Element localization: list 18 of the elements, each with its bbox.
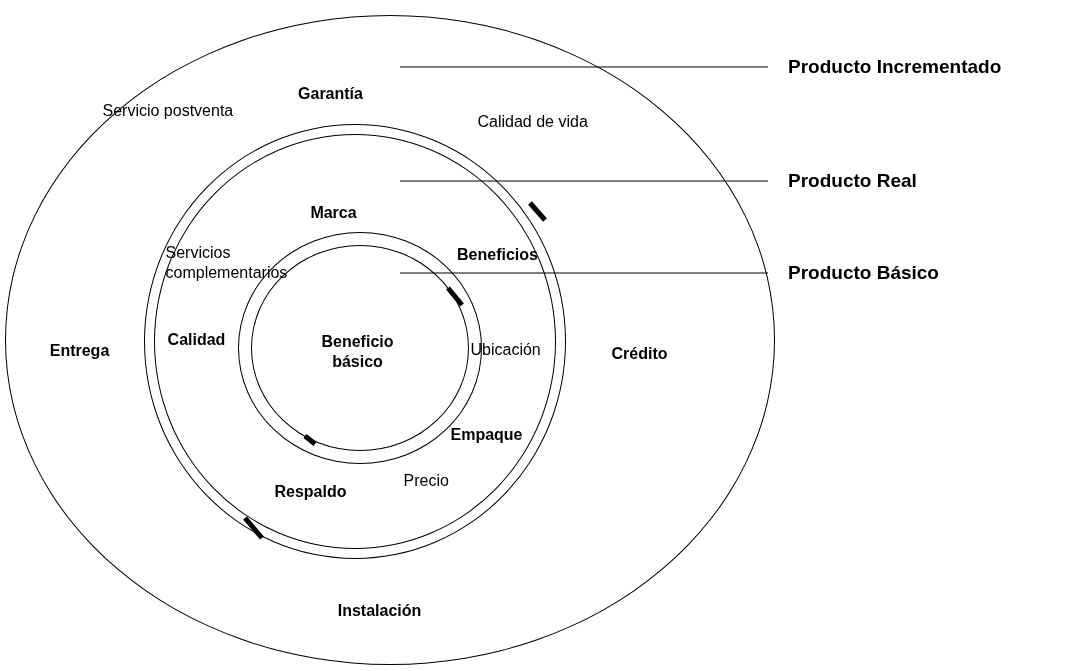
ring-text: Empaque <box>449 424 524 445</box>
level-label: Producto Básico <box>768 260 1058 286</box>
leader-line <box>399 66 769 68</box>
ring-text: Crédito <box>610 343 669 364</box>
ring-text: Beneficios <box>456 244 539 265</box>
leader-line <box>399 272 769 274</box>
ring-text: Calidad de vida <box>477 111 589 132</box>
ring-text: Marca <box>309 202 358 223</box>
level-label: Producto Real <box>768 168 1058 194</box>
ring-text: Respaldo <box>273 481 348 502</box>
ring-text: Instalación <box>336 600 423 621</box>
leader-line <box>399 180 769 182</box>
ring-text: Calidad <box>166 329 227 350</box>
ring-text: Entrega <box>48 340 111 361</box>
ring-text: Precio <box>403 470 450 491</box>
ring-text: Garantía <box>297 83 364 104</box>
ring-text: Beneficio básico <box>320 331 395 372</box>
level-label: Producto Incrementado <box>768 54 1058 80</box>
